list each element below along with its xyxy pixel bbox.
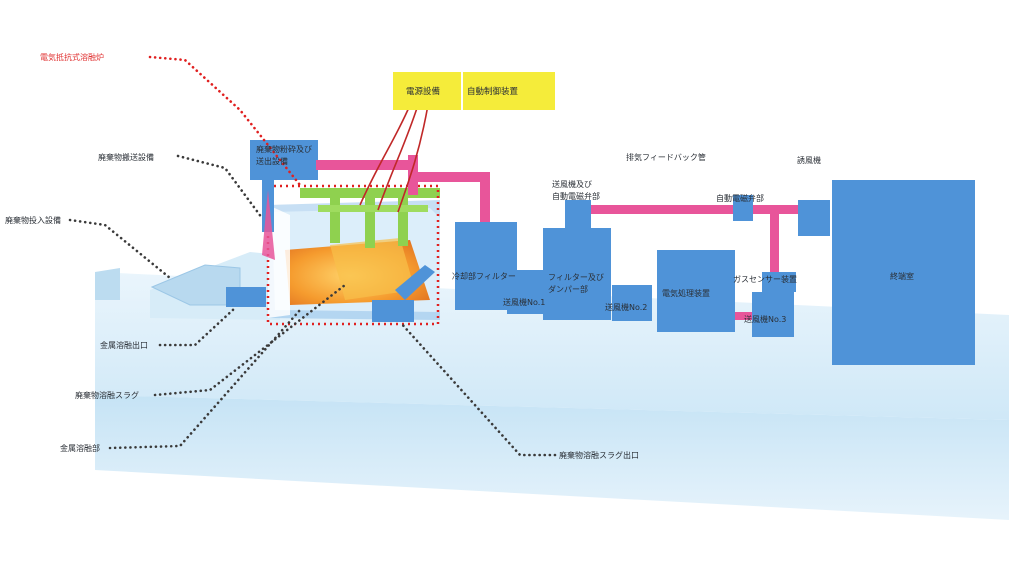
label-filter-damper-2: ダンパー部: [548, 284, 588, 294]
leader-lines: [68, 55, 557, 457]
label-auto-valve: 自動電磁弁部: [716, 193, 764, 203]
label-input: 廃棄物投入設備: [5, 215, 61, 225]
label-crusher-1: 廃棄物粉砕及び: [256, 144, 312, 154]
label-crusher-2: 送出設備: [256, 156, 288, 166]
label-metal-melt: 金属溶融部: [60, 443, 100, 453]
metal-outlet-box: [226, 287, 266, 307]
label-slag: 廃棄物溶融スラグ: [75, 390, 139, 400]
label-blower2: 送風機No.2: [605, 302, 647, 312]
label-cooling-filter: 冷却部フィルター: [452, 271, 516, 281]
label-induced-fan: 誘風機: [797, 155, 821, 165]
exhaust-pipes: [316, 155, 806, 320]
label-slag-outlet: 廃棄物溶融スラグ出口: [559, 450, 639, 460]
label-blower-valve-2: 自動電磁弁部: [552, 191, 600, 201]
label-power: 電源設備: [406, 86, 441, 97]
slag-outlet-box: [372, 300, 414, 322]
power-cables: [359, 104, 429, 213]
label-transport: 廃棄物搬送設備: [98, 152, 154, 162]
label-electric: 電気処理装置: [662, 288, 710, 298]
label-furnace: 電気抵抗式溶融炉: [40, 52, 104, 62]
power-box: [393, 72, 461, 110]
label-blower-valve-1: 送風機及び: [552, 179, 592, 189]
label-gas-sensor: ガスセンサー装置: [733, 274, 797, 284]
equipment-boxes: [455, 180, 975, 365]
label-control: 自動制御装置: [467, 86, 519, 97]
furnace-unit: [268, 188, 440, 320]
label-blower3: 送風機No.3: [744, 314, 786, 324]
input-hopper: [150, 264, 241, 306]
label-metal-outlet: 金属溶融出口: [100, 340, 148, 350]
label-blower1: 送風機No.1: [503, 297, 545, 307]
label-filter-damper-1: フィルター及び: [548, 273, 604, 282]
label-feedback: 排気フィードバック管: [626, 152, 706, 162]
crusher-box: [250, 140, 318, 180]
label-terminal: 終端室: [890, 271, 914, 281]
control-box: [463, 72, 555, 110]
